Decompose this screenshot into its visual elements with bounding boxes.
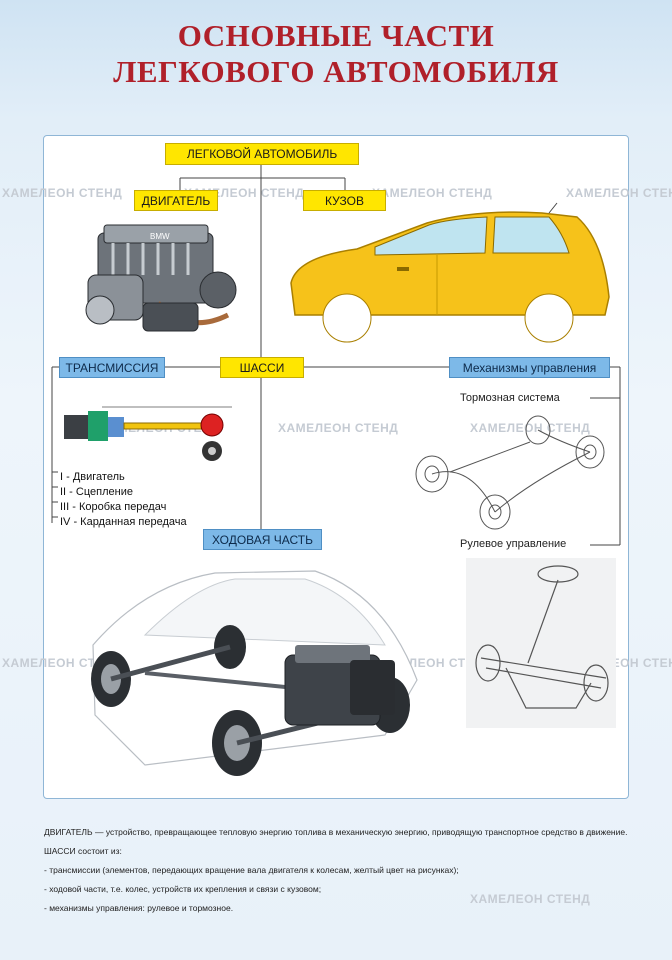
box-controls: Механизмы управления <box>449 357 610 378</box>
page-title: ОСНОВНЫЕ ЧАСТИ ЛЕГКОВОГО АВТОМОБИЛЯ <box>0 18 672 90</box>
watermark: ХАМЕЛЕОН СТЕНД <box>470 892 591 906</box>
transmission-schematic <box>64 406 232 461</box>
box-car: ЛЕГКОВОЙ АВТОМОБИЛЬ <box>165 143 359 165</box>
box-body: КУЗОВ <box>303 190 386 211</box>
brakes-label: Тормозная система <box>460 392 560 404</box>
footer-item: - трансмиссии (элементов, передающих вра… <box>44 865 459 875</box>
footer-item: - механизмы управления: рулевое и тормоз… <box>44 903 234 913</box>
watermark: ХАМЕЛЕОН СТЕНД <box>566 186 672 200</box>
legend-item: I - Двигатель <box>60 471 125 483</box>
title-line-1: ОСНОВНЫЕ ЧАСТИ <box>177 18 495 53</box>
brake-system-illustration <box>415 415 605 530</box>
car-body-illustration <box>290 202 610 343</box>
legend-item: II - Сцепление <box>60 486 133 498</box>
watermark: ХАМЕЛЕОН СТЕНД <box>278 421 399 435</box>
engine-illustration: BMW <box>85 224 237 332</box>
watermark: ХАМЕЛЕОН СТЕНД <box>372 186 493 200</box>
box-chassis: ШАССИ <box>220 357 304 378</box>
steering-label: Рулевое управление <box>460 538 567 550</box>
footer-item: - ходовой части, т.е. колес, устройств и… <box>44 884 322 894</box>
watermark: ХАМЕЛЕОН СТЕНД <box>2 656 123 670</box>
title-line-2: ЛЕГКОВОГО АВТОМОБИЛЯ <box>113 54 559 89</box>
watermark: ХАМЕЛЕОН СТЕНД <box>470 421 591 435</box>
legend-item: III - Коробка передач <box>60 501 167 513</box>
box-transmission: ТРАНСМИССИЯ <box>59 357 165 378</box>
running-gear-illustration <box>91 570 418 776</box>
footer-chassis-heading: ШАССИ состоит из: <box>44 846 122 856</box>
legend-item: IV - Карданная передача <box>60 516 187 528</box>
footer-description: ДВИГАТЕЛЬ — устройство, превращающее теп… <box>44 826 634 921</box>
box-running-gear: ХОДОВАЯ ЧАСТЬ <box>203 529 322 550</box>
engine-brand-label: BMW <box>150 232 170 241</box>
steering-illustration <box>466 558 616 728</box>
box-engine: ДВИГАТЕЛЬ <box>134 190 218 211</box>
footer-engine-definition: ДВИГАТЕЛЬ — устройство, превращающее теп… <box>44 827 628 837</box>
watermark: ХАМЕЛЕОН СТЕНД <box>2 186 123 200</box>
transmission-legend: I - Двигатель II - Сцепление III - Короб… <box>60 470 187 529</box>
